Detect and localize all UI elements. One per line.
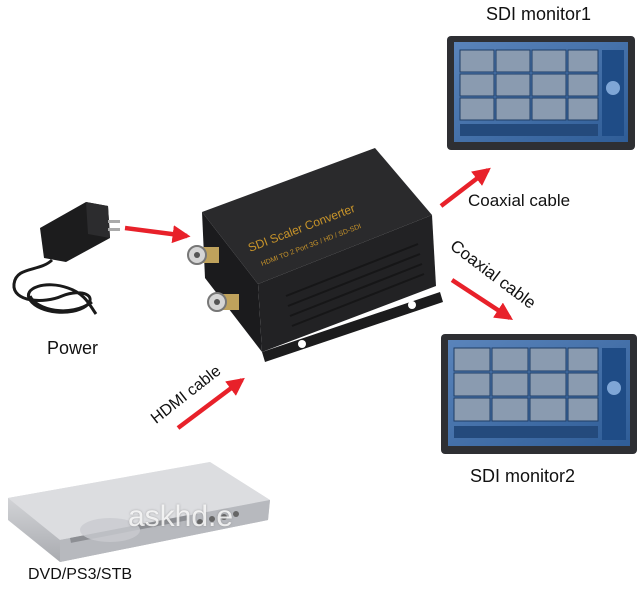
arrow-hdmi-to-converter — [176, 377, 245, 430]
watermark-text: askhd.e — [128, 500, 234, 533]
sdi-monitor-2 — [441, 334, 637, 454]
power-label: Power — [47, 338, 99, 358]
coaxial-cable-label-1: Coaxial cable — [468, 191, 571, 210]
arrow-to-monitor-2 — [450, 278, 514, 320]
arrow-to-monitor-1 — [439, 167, 491, 208]
sdi-scaler-converter: SDI Scaler Converter HDMI TO 2 Port 3G /… — [187, 148, 443, 362]
bnc-connector-1 — [187, 245, 219, 265]
arrow-power-to-converter — [124, 225, 191, 244]
connection-arrows — [124, 167, 514, 430]
dvd-ps3-stb-label: DVD/PS3/STB — [28, 566, 133, 583]
sdi-monitor-1-label: SDI monitor1 — [486, 4, 592, 24]
power-adapter-icon — [12, 202, 120, 315]
sdi-monitor-1 — [447, 36, 635, 150]
bnc-connector-2 — [207, 292, 239, 312]
dvd-player-icon — [8, 462, 270, 562]
sdi-monitor-2-label: SDI monitor2 — [470, 466, 576, 486]
